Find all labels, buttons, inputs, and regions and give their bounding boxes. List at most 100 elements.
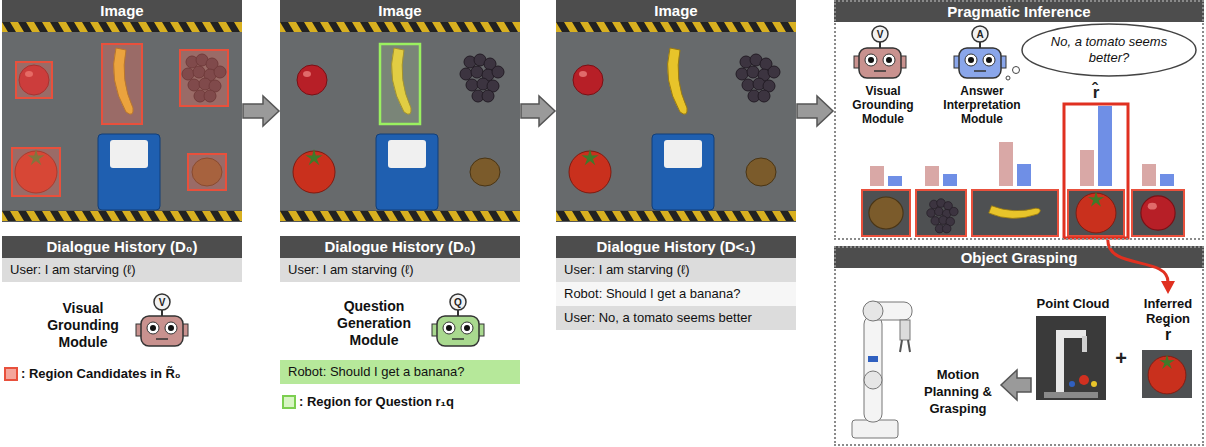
line-shape — [452, 338, 464, 340]
polygon-shape — [440, 211, 454, 221]
polygon-shape — [312, 22, 326, 32]
node-text: Robot: Should I get a banana? — [280, 360, 520, 384]
question-region — [380, 44, 420, 124]
circle-shape — [464, 325, 470, 331]
polygon-shape — [376, 22, 390, 32]
polygon-shape — [210, 211, 224, 221]
polygon-shape — [210, 22, 224, 32]
polygon-shape — [82, 211, 96, 221]
polygon-shape — [488, 211, 502, 221]
robot-arm — [852, 301, 912, 438]
polygon-shape — [328, 211, 342, 221]
dialogue-box: Dialogue History (D<₁)User: I am starvin… — [556, 236, 796, 330]
rect-shape — [864, 316, 882, 422]
object-thumbnail — [1132, 190, 1184, 236]
polygon-shape — [98, 211, 112, 221]
polygon-shape — [50, 22, 64, 32]
arrow-head — [1161, 281, 1175, 294]
table-photo — [280, 22, 520, 222]
polygon-shape — [98, 22, 112, 32]
circle-shape — [968, 57, 974, 63]
circle-shape — [492, 66, 504, 78]
region-candidate — [12, 148, 60, 196]
thought-bubble: No, a tomato seems better? — [1024, 28, 1194, 72]
dialogue-box: Dialogue History (D₀)User: I am starving… — [2, 236, 242, 282]
polygon-shape — [408, 22, 422, 32]
rect-shape — [868, 356, 878, 362]
polygon-shape — [114, 22, 128, 32]
module-letter: A — [976, 29, 983, 40]
rect-shape — [437, 316, 479, 346]
rect-shape — [852, 420, 898, 438]
rect-shape — [1056, 334, 1064, 392]
object-thumbnail — [916, 190, 966, 236]
polygon-shape — [226, 22, 240, 32]
block-arrow — [1001, 370, 1031, 400]
node-text: Inferred Region — [1134, 296, 1202, 326]
step-label: Motion Planning & Grasping — [916, 364, 1000, 419]
polygon-shape — [620, 22, 634, 32]
module-label: Answer Interpretation Module — [932, 82, 1032, 128]
circle-shape — [1079, 375, 1089, 385]
wipes-package — [98, 134, 160, 210]
circle-shape — [1091, 381, 1097, 387]
dialogue-row: Robot: Should I get a banana? — [556, 282, 796, 306]
kiwi-fruit — [869, 197, 903, 229]
rect-shape — [959, 48, 1001, 78]
polygon-shape — [604, 211, 618, 221]
polygon-shape — [1088, 191, 1104, 206]
circle-shape — [758, 90, 770, 102]
node-text: User: I am starving (ℓ) — [2, 258, 242, 282]
node-text: Image — [2, 0, 242, 22]
polygon-shape — [764, 22, 778, 32]
circle-shape — [768, 66, 780, 78]
circle-shape — [471, 66, 483, 78]
score-bar — [1098, 106, 1112, 186]
polygon-shape — [716, 22, 730, 32]
circle-shape — [736, 68, 748, 80]
circle-shape — [165, 322, 177, 334]
dialogue-row: User: I am starving (ℓ) — [2, 258, 242, 282]
dialogue-row: User: No, a tomato seems better — [556, 306, 796, 330]
polygon-shape — [716, 211, 730, 221]
node-text: Answer Interpretation Module — [934, 84, 1030, 126]
line-shape — [974, 70, 986, 72]
polygon-shape — [440, 22, 454, 32]
polygon-shape — [732, 211, 746, 221]
path-shape — [668, 48, 688, 114]
polygon-shape — [604, 22, 618, 32]
polygon-shape — [504, 211, 518, 221]
dialogue-box: Dialogue History (D₀)User: I am starving… — [280, 236, 520, 282]
node-text: No, a tomato seems better? — [1038, 34, 1180, 66]
flow-arrow — [1001, 370, 1031, 400]
polygon-shape — [1159, 354, 1174, 369]
legend-item: : Region Candidates in R̃₀ — [4, 366, 181, 381]
polygon-shape — [280, 211, 294, 221]
rect-shape — [556, 22, 796, 222]
polygon-shape — [296, 211, 310, 221]
module-label: Question Generation Module — [318, 296, 430, 351]
circle-shape — [863, 301, 883, 321]
polygon-shape — [684, 22, 698, 32]
polygon-shape — [588, 22, 602, 32]
rect-shape — [900, 320, 910, 340]
kiwi-fruit — [746, 158, 776, 186]
table-photo — [2, 22, 242, 222]
inferred-region-box: Inferred Regionr̂ — [1132, 294, 1204, 406]
banana-fruit — [668, 48, 688, 114]
line-shape — [900, 340, 902, 352]
thought-bubble-outline — [1006, 24, 1196, 80]
node-text: User: No, a tomato seems better — [556, 306, 796, 330]
polygon-shape — [130, 211, 144, 221]
circle-shape — [983, 54, 995, 66]
polygon-shape — [556, 22, 570, 32]
score-bar — [1160, 174, 1174, 186]
grapes-fruit — [460, 54, 504, 102]
circle-shape — [742, 79, 754, 91]
score-bar — [925, 166, 939, 186]
circle-shape — [446, 325, 452, 331]
polygon-shape — [780, 22, 794, 32]
polygon-shape — [2, 211, 16, 221]
legend-swatch — [4, 367, 18, 381]
polygon-shape — [652, 211, 666, 221]
